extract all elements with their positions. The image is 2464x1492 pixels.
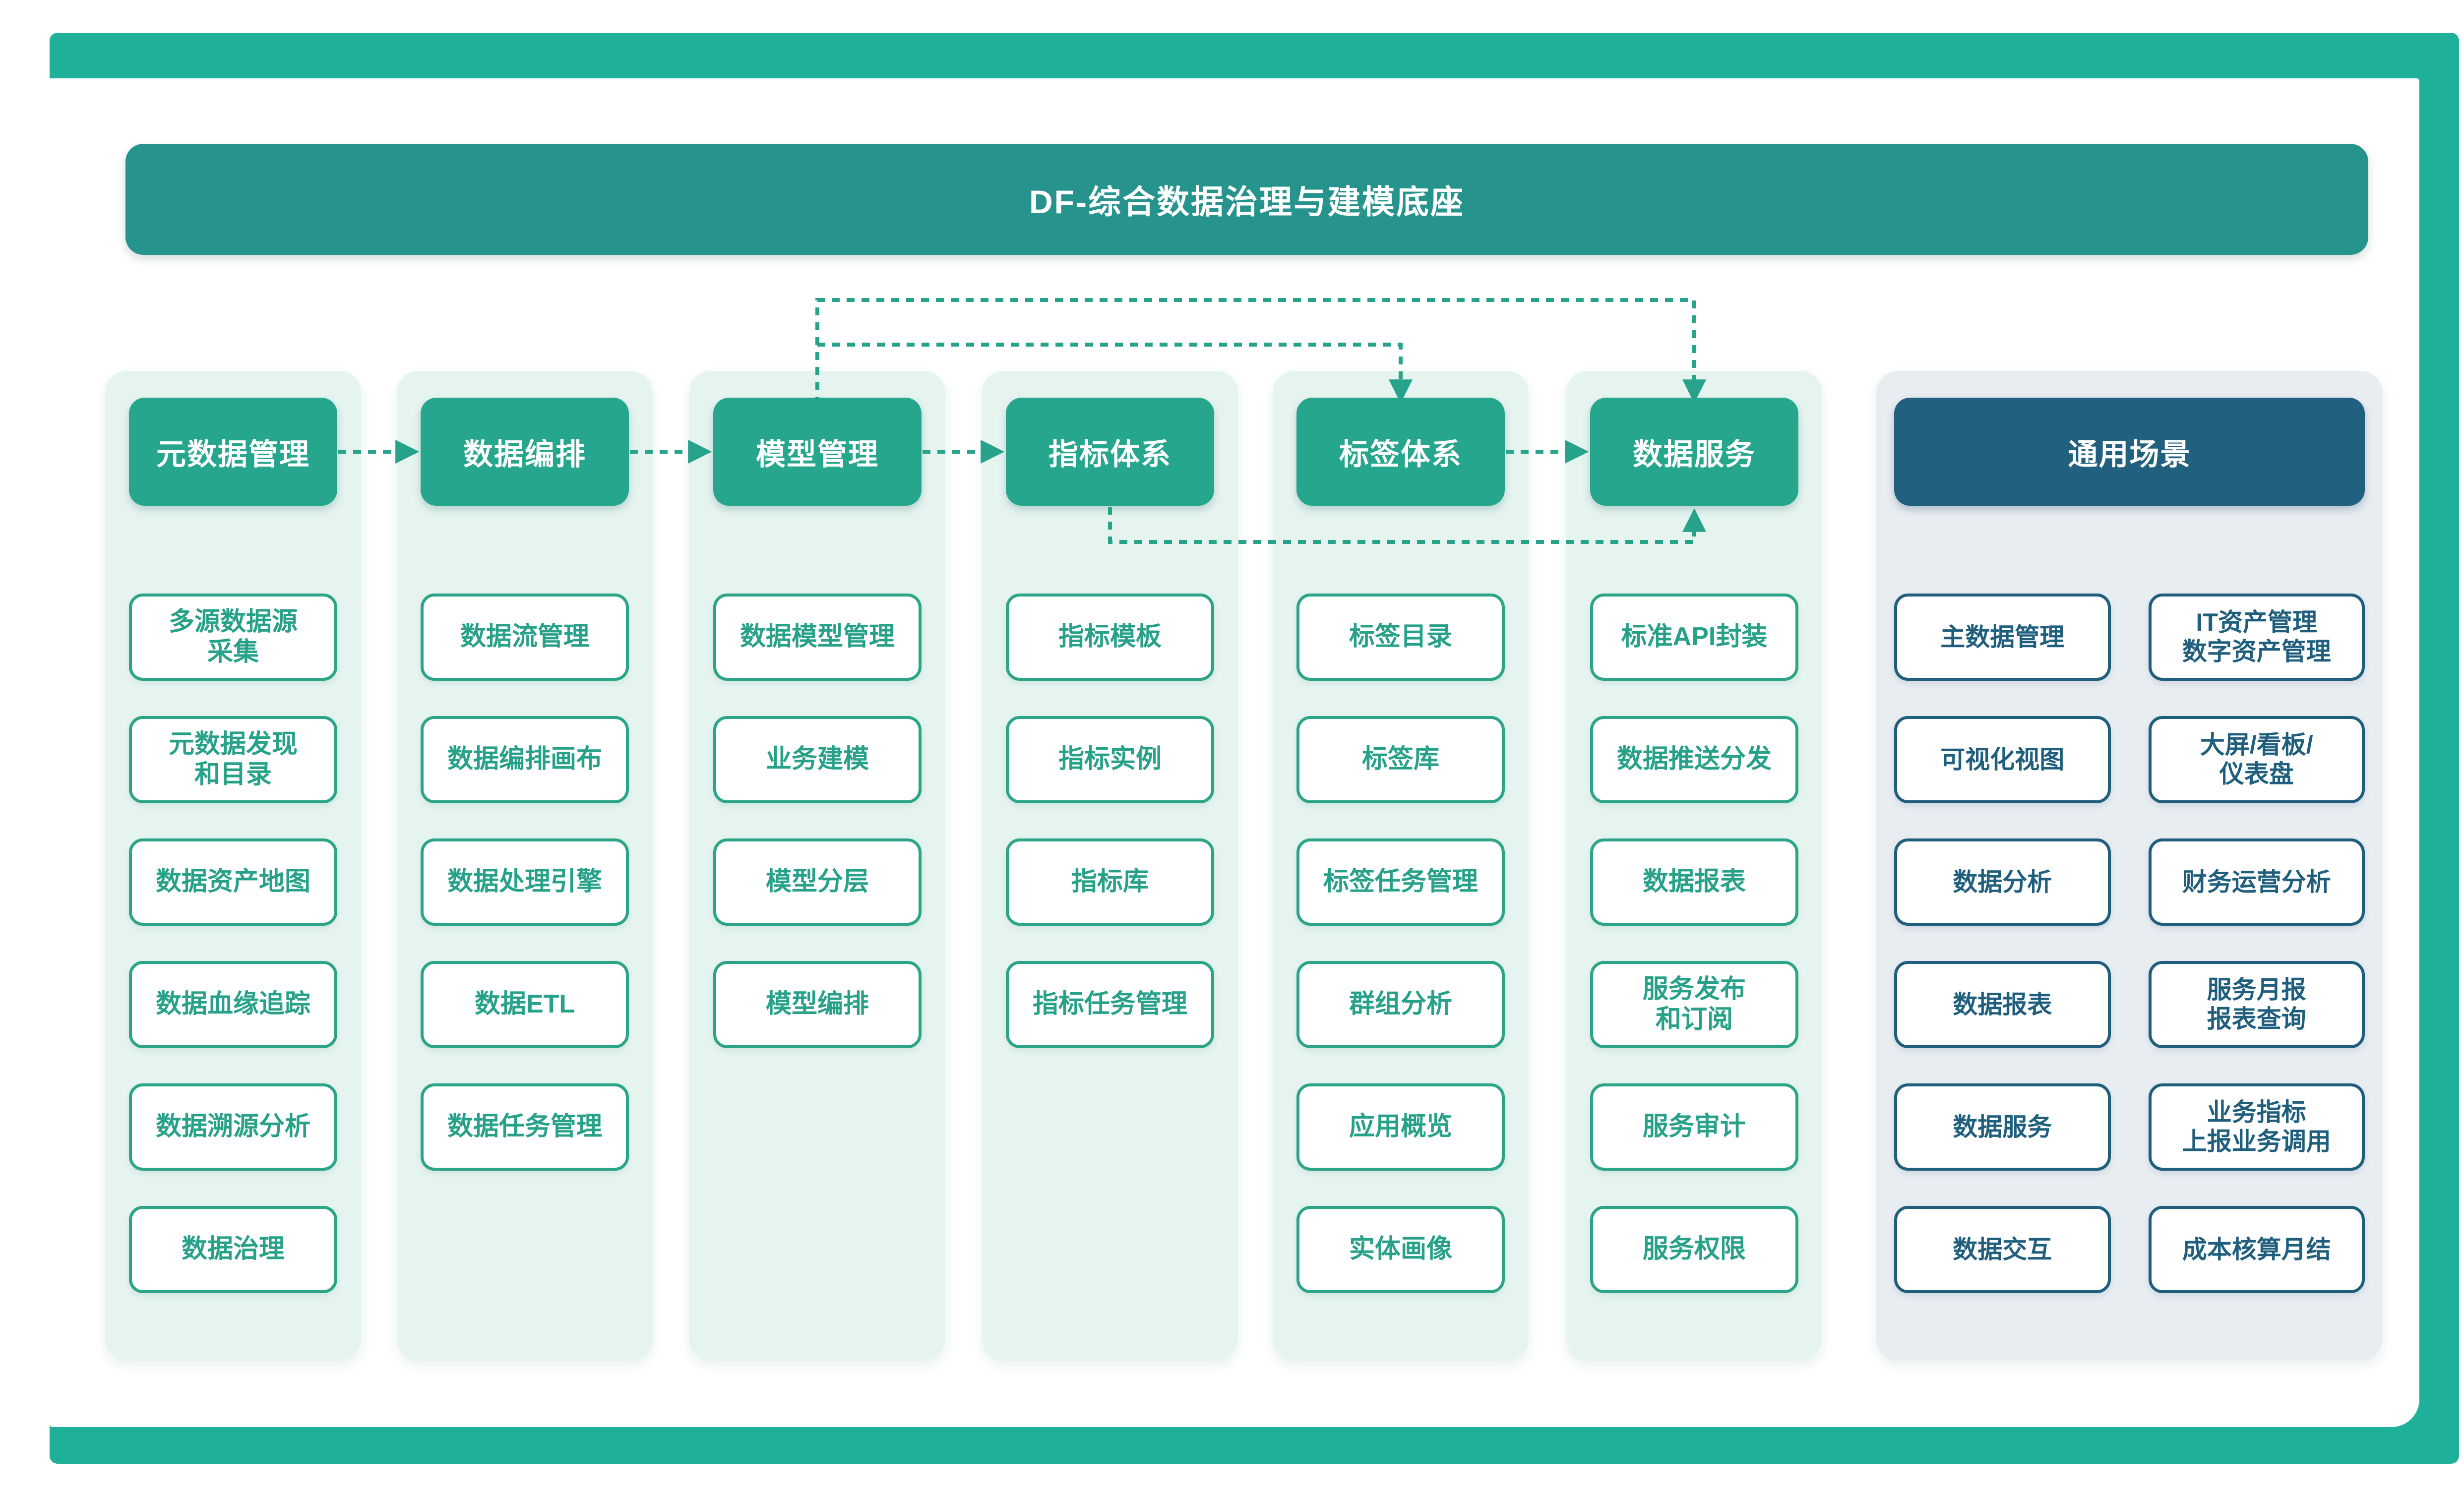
item-box: 指标任务管理 <box>1006 961 1214 1048</box>
item-box: 群组分析 <box>1296 961 1505 1048</box>
scenario-box: 财务运营分析 <box>2148 838 2365 926</box>
item-box: 指标库 <box>1006 838 1214 926</box>
item-box: 服务权限 <box>1590 1206 1798 1293</box>
scenario-box: 可视化视图 <box>1894 716 2111 803</box>
item-box: 应用概览 <box>1296 1083 1505 1171</box>
column-tag: 标签体系 标签目录 标签库 标签任务管理 群组分析 应用概览 实体画像 <box>1273 371 1529 1361</box>
column-header-model: 模型管理 <box>713 398 922 506</box>
item-box: 指标模板 <box>1006 594 1214 681</box>
scenario-box: 数据分析 <box>1894 838 2111 926</box>
item-box: 数据血缘追踪 <box>129 961 337 1048</box>
column-header-orchestration: 数据编排 <box>421 398 629 506</box>
panel-common-scenarios: 通用场景 主数据管理 可视化视图 数据分析 数据报表 数据服务 数据交互 IT资… <box>1876 371 2383 1361</box>
column-orchestration: 数据编排 数据流管理 数据编排画布 数据处理引擎 数据ETL 数据任务管理 <box>397 371 653 1361</box>
item-box: 元数据发现 和目录 <box>129 716 337 803</box>
main-card: DF-综合数据治理与建模底座 元数据管理 多源数据源 采集 元数据发现 和目录 … <box>50 78 2419 1427</box>
column-header-metadata: 元数据管理 <box>129 398 337 506</box>
column-metadata: 元数据管理 多源数据源 采集 元数据发现 和目录 数据资产地图 数据血缘追踪 数… <box>105 371 361 1361</box>
item-box: 数据流管理 <box>421 594 629 681</box>
scenario-subcol-left: 主数据管理 可视化视图 数据分析 数据报表 数据服务 数据交互 <box>1894 594 2111 1293</box>
item-box: 服务发布 和订阅 <box>1590 961 1798 1048</box>
column-service: 数据服务 标准API封装 数据推送分发 数据报表 服务发布 和订阅 服务审计 服… <box>1566 371 1822 1361</box>
item-box: 模型分层 <box>713 838 922 926</box>
item-box: 数据ETL <box>421 961 629 1048</box>
scenario-subcol-right: IT资产管理 数字资产管理 大屏/看板/ 仪表盘 财务运营分析 服务月报 报表查… <box>2148 594 2365 1293</box>
item-box: 标签任务管理 <box>1296 838 1505 926</box>
scenario-box: 主数据管理 <box>1894 594 2111 681</box>
item-box: 数据编排画布 <box>421 716 629 803</box>
item-box: 数据推送分发 <box>1590 716 1798 803</box>
item-box: 实体画像 <box>1296 1206 1505 1293</box>
item-box: 业务建模 <box>713 716 922 803</box>
item-box: 标签目录 <box>1296 594 1505 681</box>
item-box: 服务审计 <box>1590 1083 1798 1171</box>
scenario-box: 成本核算月结 <box>2148 1206 2365 1293</box>
item-box: 数据溯源分析 <box>129 1083 337 1171</box>
item-box: 指标实例 <box>1006 716 1214 803</box>
item-box: 多源数据源 采集 <box>129 594 337 681</box>
column-model: 模型管理 数据模型管理 业务建模 模型分层 模型编排 <box>689 371 945 1361</box>
column-header-service: 数据服务 <box>1590 398 1798 506</box>
panel-header-common-scenarios: 通用场景 <box>1894 398 2365 506</box>
page-title: DF-综合数据治理与建模底座 <box>125 144 2368 255</box>
item-box: 标签库 <box>1296 716 1505 803</box>
scenario-box: 数据报表 <box>1894 961 2111 1048</box>
column-header-tag: 标签体系 <box>1296 398 1505 506</box>
item-box: 数据报表 <box>1590 838 1798 926</box>
scenario-box: 业务指标 上报业务调用 <box>2148 1083 2365 1171</box>
scenario-box: 数据交互 <box>1894 1206 2111 1293</box>
item-box: 数据任务管理 <box>421 1083 629 1171</box>
item-box: 标准API封装 <box>1590 594 1798 681</box>
item-box: 模型编排 <box>713 961 922 1048</box>
column-indicator: 指标体系 指标模板 指标实例 指标库 指标任务管理 <box>982 371 1238 1361</box>
item-box: 数据处理引擎 <box>421 838 629 926</box>
column-header-indicator: 指标体系 <box>1006 398 1214 506</box>
scenario-box: 数据服务 <box>1894 1083 2111 1171</box>
item-box: 数据资产地图 <box>129 838 337 926</box>
item-box: 数据模型管理 <box>713 594 922 681</box>
scenario-box: 服务月报 报表查询 <box>2148 961 2365 1048</box>
scenario-box: 大屏/看板/ 仪表盘 <box>2148 716 2365 803</box>
scenario-box: IT资产管理 数字资产管理 <box>2148 594 2365 681</box>
item-box: 数据治理 <box>129 1206 337 1293</box>
